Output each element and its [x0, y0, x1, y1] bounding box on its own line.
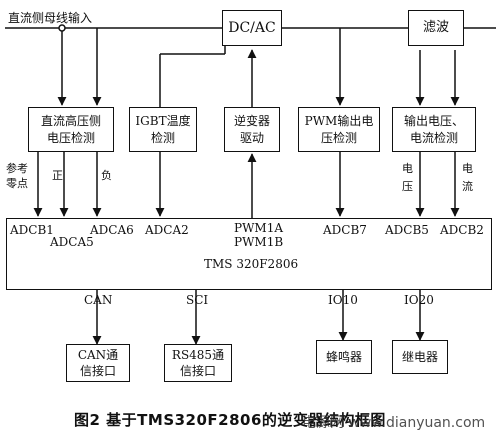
output-vi-detect-block: 输出电压、 电流检测: [392, 107, 476, 152]
output-vi-detect-label: 输出电压、 电流检测: [403, 114, 464, 145]
pin-adca5: ADCA5: [50, 235, 94, 249]
pin-io20: IO20: [404, 293, 434, 307]
neg-signal-label: 负: [101, 169, 112, 182]
pin-adcb5: ADCB5: [385, 223, 429, 237]
ref-zero-signal-label: 参考 零点: [6, 162, 28, 190]
pos-signal-label: 正: [52, 169, 63, 182]
pin-adcb2: ADCB2: [440, 223, 484, 237]
rs485-interface-label: RS485通 信接口: [171, 347, 225, 378]
can-interface-block: CAN通 信接口: [66, 344, 130, 382]
dc-hv-detect-block: 直流高压侧 电压检测: [28, 107, 114, 152]
rs485-interface-block: RS485通 信接口: [164, 344, 232, 382]
filter-block: 滤波: [408, 10, 464, 46]
can-interface-label: CAN通 信接口: [77, 347, 119, 378]
pin-adcb1: ADCB1: [10, 223, 54, 237]
pwm-out-detect-label: PWM输出电 压检测: [304, 114, 374, 145]
dc-bus-input-label: 直流侧母线输入: [8, 11, 93, 25]
dcac-label: DC/AC: [228, 19, 276, 36]
inverter-driver-block: 逆变器 驱动: [224, 107, 280, 152]
current-signal-label: 电 流: [462, 162, 473, 193]
pin-adca6: ADCA6: [90, 223, 134, 237]
pin-adca2: ADCA2: [145, 223, 189, 237]
buzzer-label: 蜂鸣器: [325, 349, 362, 364]
pin-io10: IO10: [328, 293, 358, 307]
mcu-block: [6, 218, 492, 290]
voltage-signal-label: 电 压: [402, 162, 413, 193]
filter-label: 滤波: [422, 20, 449, 36]
relay-label: 继电器: [401, 349, 438, 364]
pin-pwm1b: PWM1B: [234, 235, 284, 249]
pin-adcb7: ADCB7: [323, 223, 367, 237]
igbt-temp-label: IGBT温度 检测: [135, 114, 191, 145]
buzzer-block: 蜂鸣器: [316, 340, 372, 374]
pin-can: CAN: [84, 293, 113, 307]
figure-caption: 图2 基于TMS320F2806的逆变器结构框图: [74, 411, 386, 429]
pin-pwm1a: PWM1A: [234, 221, 283, 235]
mcu-label: TMS 320F2806: [204, 257, 299, 271]
watermark: 电源网 www.dianyuan.com: [302, 415, 486, 431]
relay-block: 继电器: [392, 340, 448, 374]
pwm-out-detect-block: PWM输出电 压检测: [298, 107, 380, 152]
dc-hv-detect-label: 直流高压侧 电压检测: [40, 114, 101, 145]
inverter-driver-label: 逆变器 驱动: [233, 114, 270, 145]
igbt-temp-block: IGBT温度 检测: [129, 107, 197, 152]
pin-sci: SCI: [186, 293, 209, 307]
bus-node: [58, 24, 66, 32]
dcac-block: DC/AC: [222, 10, 282, 46]
